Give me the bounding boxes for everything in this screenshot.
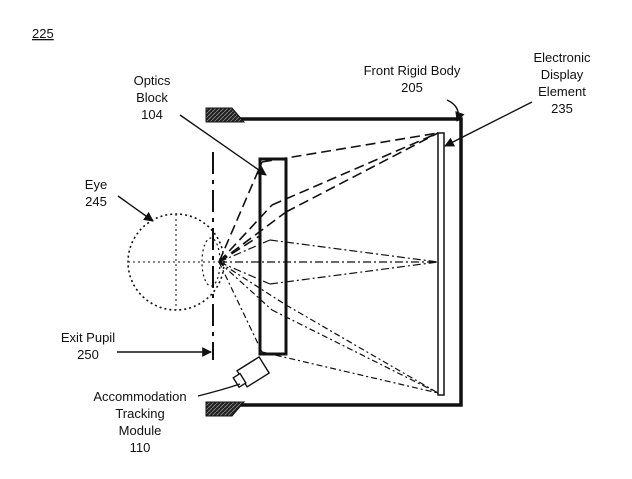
svg-text:Accommodation: Accommodation: [93, 389, 186, 404]
svg-text:235: 235: [551, 101, 573, 116]
svg-text:104: 104: [141, 107, 163, 122]
svg-text:Element: Element: [538, 84, 586, 99]
svg-text:205: 205: [401, 80, 423, 95]
label-optics-block: Optics Block 104: [134, 73, 171, 122]
svg-text:Eye: Eye: [85, 177, 107, 192]
light-rays-center: [218, 239, 439, 285]
svg-text:Display: Display: [541, 67, 584, 82]
accommodation-tracking-module: [232, 355, 271, 389]
eye: [127, 213, 225, 311]
svg-text:Exit Pupil: Exit Pupil: [61, 330, 115, 345]
label-front-rigid-body: Front Rigid Body 205: [364, 63, 461, 95]
label-accommodation-module: Accommodation Tracking Module 110: [93, 389, 186, 455]
figure-number: 225: [32, 26, 54, 41]
light-rays-dashed: [218, 132, 439, 263]
leader-lines: [117, 99, 533, 397]
svg-text:Front Rigid Body: Front Rigid Body: [364, 63, 461, 78]
svg-text:Electronic: Electronic: [533, 50, 591, 65]
label-exit-pupil: Exit Pupil 250: [61, 330, 115, 362]
svg-text:Optics: Optics: [134, 73, 171, 88]
svg-text:245: 245: [85, 194, 107, 209]
optics-block: [258, 157, 288, 356]
svg-text:Block: Block: [136, 90, 168, 105]
light-rays-bottom: [218, 261, 439, 394]
electronic-display-element: [437, 132, 445, 396]
svg-text:250: 250: [77, 347, 99, 362]
label-eye: Eye 245: [85, 177, 107, 209]
svg-text:Module: Module: [119, 423, 162, 438]
label-electronic-display: Electronic Display Element 235: [533, 50, 591, 116]
svg-text:Tracking: Tracking: [115, 406, 164, 421]
svg-text:110: 110: [130, 440, 151, 455]
front-rigid-body: [205, 107, 463, 417]
